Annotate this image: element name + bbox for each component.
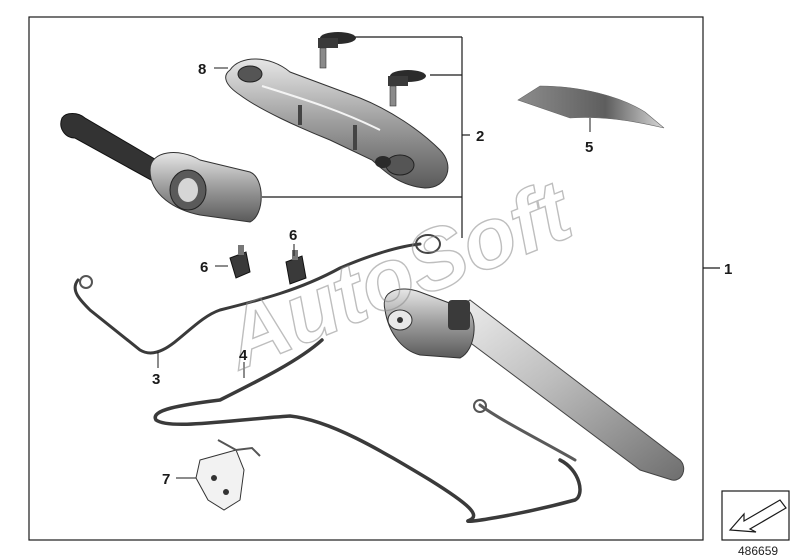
callout-2: 2: [476, 128, 484, 145]
switch-part-right: [285, 250, 307, 285]
document-number: 486659: [738, 544, 778, 558]
bracket-part: [195, 439, 261, 511]
callout-6a: 6: [200, 259, 208, 276]
callout-3: 3: [152, 371, 160, 388]
bolt-part-upper: [318, 32, 356, 69]
diagram-frame: [28, 16, 704, 541]
triple-clamp-part: [225, 58, 449, 189]
callout-1: 1: [724, 261, 732, 278]
switch-part-left: [229, 245, 251, 279]
callout-8: 8: [198, 61, 206, 78]
orientation-arrow-icon: [721, 490, 790, 541]
callout-5: 5: [585, 139, 593, 156]
fork-tube-handlebar-part: [383, 288, 685, 481]
callout-7: 7: [162, 471, 170, 488]
bolt-part-lower: [388, 70, 426, 107]
callout-4: 4: [239, 347, 248, 364]
callout-6b: 6: [289, 227, 297, 244]
clip-on-handlebar-part: [60, 113, 262, 223]
cable-lines: [73, 234, 582, 524]
cover-part: [517, 85, 665, 129]
group-2-bracket: [262, 36, 470, 238]
